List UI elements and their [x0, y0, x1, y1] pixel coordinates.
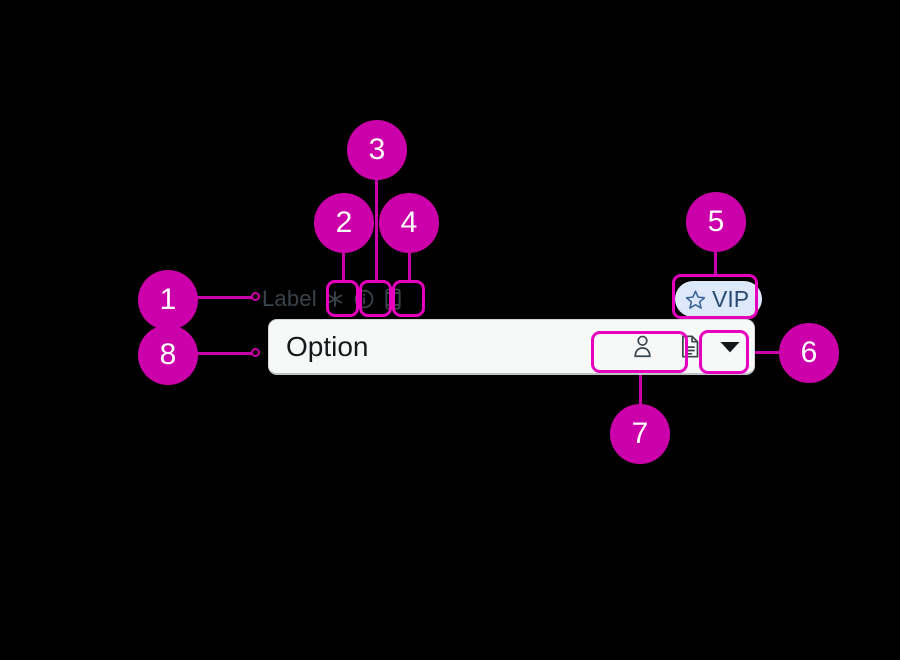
leader-line-5 — [714, 244, 717, 276]
callout-badge-4[interactable]: 4 — [379, 193, 439, 253]
dropdown-chevron-icon[interactable] — [715, 332, 745, 362]
callout-number: 4 — [400, 206, 418, 239]
mobile-device-icon[interactable] — [380, 285, 406, 313]
label-row: Label — [262, 282, 406, 316]
callout-number: 7 — [631, 417, 649, 450]
callout-number: 2 — [335, 206, 353, 239]
label-adornments — [322, 285, 406, 313]
document-icon[interactable] — [677, 333, 703, 361]
input-value[interactable]: Option — [286, 330, 369, 362]
star-outline-icon — [685, 289, 706, 310]
callout-badge-8[interactable]: 8 — [138, 325, 198, 385]
leader-line-7 — [639, 372, 642, 412]
callout-badge-1[interactable]: 1 — [138, 270, 198, 330]
leader-line-3 — [375, 172, 378, 282]
callout-number: 6 — [800, 336, 818, 369]
callout-number: 8 — [159, 338, 177, 371]
input-affix-icons — [629, 333, 715, 361]
info-icon[interactable] — [351, 285, 377, 313]
callout-badge-3[interactable]: 3 — [347, 120, 407, 180]
form-field-component: Label — [262, 281, 763, 375]
leader-line-8 — [196, 352, 252, 355]
leader-line-1 — [196, 296, 252, 299]
vip-label: VIP — [712, 285, 750, 312]
field-label: Label — [262, 286, 317, 311]
leader-dot-1 — [251, 292, 260, 301]
callout-number: 5 — [707, 205, 725, 238]
callout-number: 1 — [159, 283, 177, 316]
callout-number: 3 — [368, 133, 386, 166]
person-icon[interactable] — [629, 333, 655, 361]
callout-badge-5[interactable]: 5 — [686, 192, 746, 252]
leader-line-4 — [408, 245, 411, 282]
callout-badge-2[interactable]: 2 — [314, 193, 374, 253]
leader-line-6 — [752, 351, 787, 354]
input-field[interactable]: Option — [268, 319, 755, 375]
callout-badge-6[interactable]: 6 — [779, 323, 839, 383]
leader-dot-8 — [251, 348, 260, 357]
callout-badge-7[interactable]: 7 — [610, 404, 670, 464]
required-asterisk-icon[interactable] — [322, 285, 348, 313]
vip-badge[interactable]: VIP — [675, 281, 763, 317]
leader-line-2 — [342, 245, 345, 282]
